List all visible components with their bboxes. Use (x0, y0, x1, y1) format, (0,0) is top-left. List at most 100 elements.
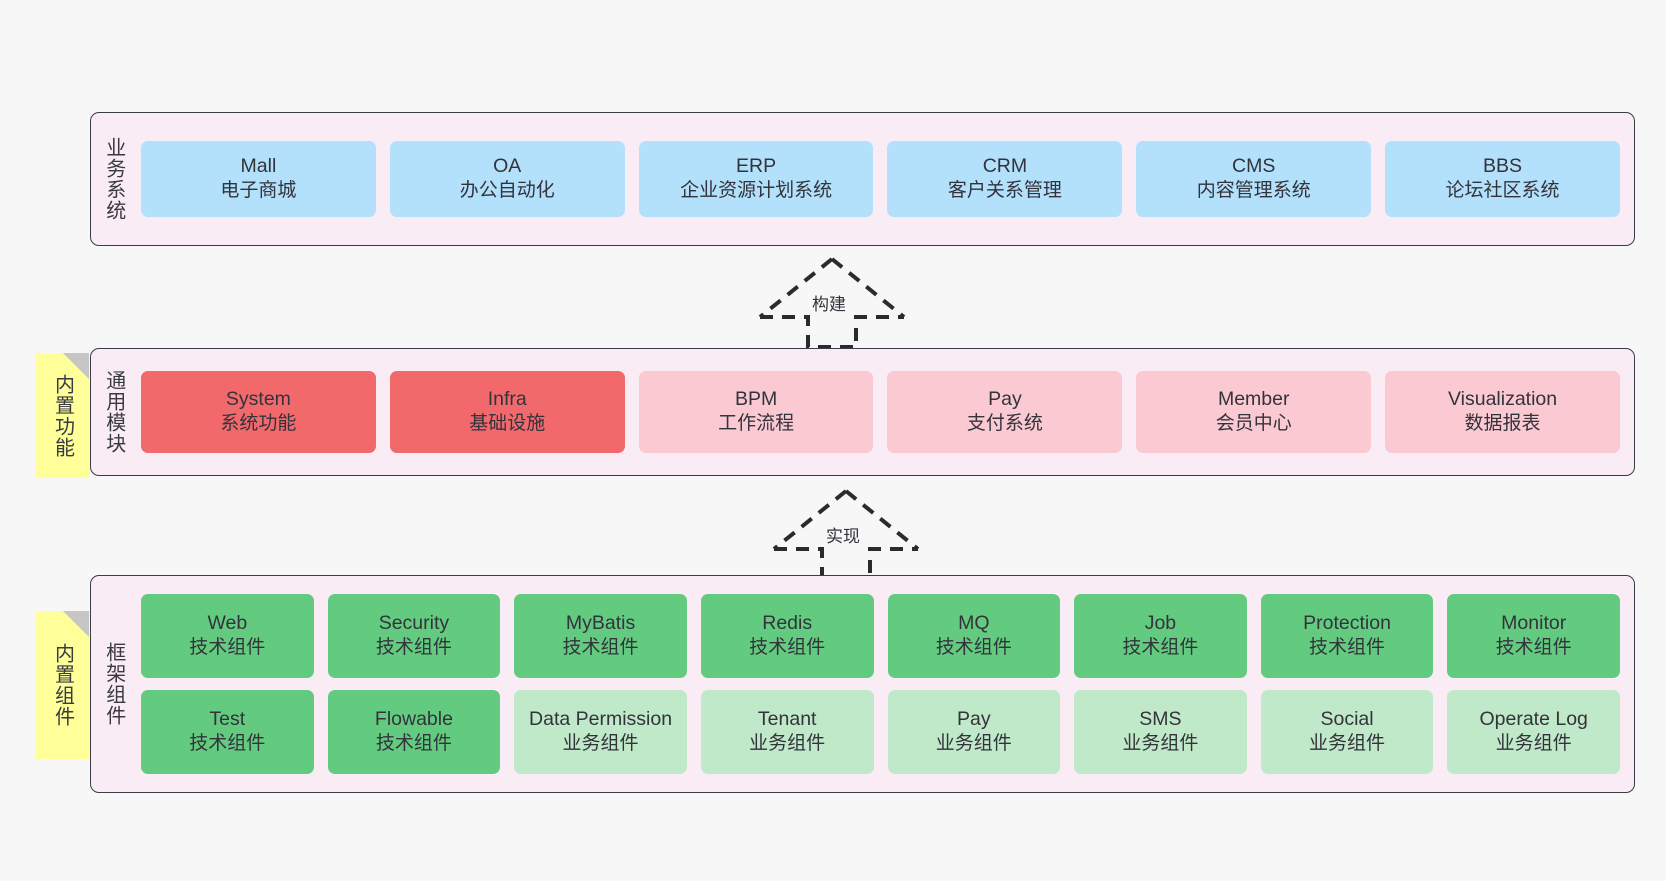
module-card-subtitle: 业务组件 (935, 733, 1012, 755)
module-card-title: Monitor (1501, 612, 1567, 635)
module-card-title: Social (1320, 708, 1374, 731)
module-card-subtitle: 技术组件 (749, 637, 826, 659)
module-card-title: BBS (1483, 155, 1523, 178)
sticky-note-builtin-functions-text: 内置功能 (51, 373, 74, 458)
module-card-title: CMS (1232, 155, 1276, 178)
module-card-title: Redis (762, 612, 813, 635)
layer-business-systems-label: 业务系统 (102, 137, 125, 221)
module-card-subtitle: 业务组件 (562, 733, 639, 755)
module-card-subtitle: 内容管理系统 (1196, 180, 1311, 202)
module-card-title: Tenant (757, 708, 817, 731)
module-card-title: System (225, 388, 291, 411)
module-card-title: SMS (1139, 708, 1182, 731)
module-card-title: Data Permission (529, 708, 673, 731)
module-card-subtitle: 技术组件 (375, 637, 452, 659)
module-card-subtitle: 技术组件 (189, 733, 266, 755)
module-card-subtitle: 数据报表 (1464, 413, 1541, 435)
sticky-fold-corner-icon (63, 353, 89, 379)
connector-implement-label: 实现 (826, 527, 860, 546)
layer-general-modules-label: 通用模块 (102, 370, 125, 454)
module-card-subtitle: 业务组件 (1309, 733, 1386, 755)
module-card-subtitle: 技术组件 (935, 637, 1012, 659)
module-card-subtitle: 业务组件 (1122, 733, 1199, 755)
module-card-title: Flowable (374, 708, 453, 731)
module-card-title: Web (207, 612, 248, 635)
module-card-title: OA (493, 155, 522, 178)
module-card-subtitle: 客户关系管理 (947, 180, 1062, 202)
sticky-note-builtin-components: 内置组件 (36, 611, 89, 759)
module-card-title: Job (1144, 612, 1177, 635)
module-card-subtitle: 技术组件 (1122, 637, 1199, 659)
module-card-title: MyBatis (565, 612, 636, 635)
sticky-fold-corner-icon (63, 611, 89, 637)
module-card-subtitle: 技术组件 (562, 637, 639, 659)
module-card-subtitle: 企业资源计划系统 (680, 180, 833, 202)
module-card-subtitle: 电子商城 (220, 180, 297, 202)
module-card-title: CRM (982, 155, 1028, 178)
module-card-title: Mall (240, 155, 277, 178)
module-card-subtitle: 技术组件 (375, 733, 452, 755)
module-card-title: MQ (958, 612, 990, 635)
module-card-title: Member (1217, 388, 1290, 411)
module-card-subtitle: 业务组件 (749, 733, 826, 755)
module-card-title: Security (378, 612, 450, 635)
module-card-subtitle: 会员中心 (1215, 413, 1292, 435)
connector-build-label: 构建 (812, 295, 846, 314)
module-card-subtitle: 工作流程 (718, 413, 795, 435)
module-card-subtitle: 技术组件 (1495, 637, 1572, 659)
module-card-title: BPM (734, 388, 778, 411)
module-card-subtitle: 论坛社区系统 (1445, 180, 1560, 202)
module-card-subtitle: 业务组件 (1495, 733, 1572, 755)
layer-framework-components-label: 框架组件 (102, 642, 125, 726)
module-card-title: Operate Log (1479, 708, 1588, 731)
module-card-subtitle: 支付系统 (966, 413, 1043, 435)
module-card-subtitle: 基础设施 (469, 413, 546, 435)
module-card-title: Protection (1303, 612, 1391, 635)
module-card-subtitle: 技术组件 (189, 637, 266, 659)
module-card-title: Visualization (1447, 388, 1558, 411)
module-card-title: Infra (487, 388, 527, 411)
module-card-title: Pay (957, 708, 991, 731)
module-card-subtitle: 办公自动化 (459, 180, 555, 202)
module-card-title: ERP (736, 155, 777, 178)
connector-implement-arrow (772, 489, 920, 581)
